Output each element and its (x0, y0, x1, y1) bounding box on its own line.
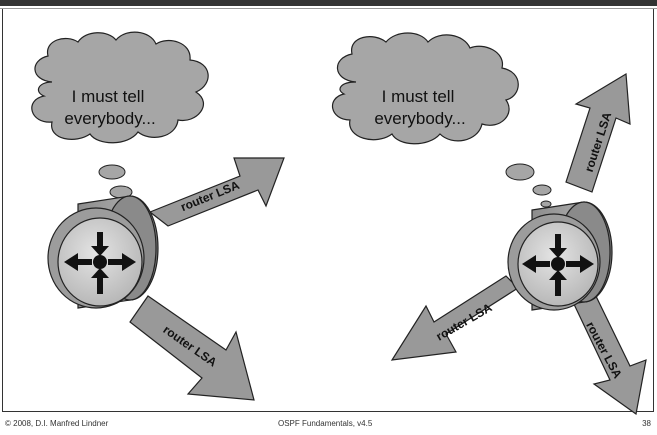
left-router-arrows (64, 232, 136, 294)
footer-page-number: 38 (642, 419, 651, 428)
slide-top-rule (0, 8, 657, 9)
right-arrow-down-left-icon: router LSA (390, 275, 519, 361)
right-router-arrows (522, 234, 594, 296)
right-arrow-up-icon: router LSA (565, 72, 631, 193)
slide-frame-left (2, 9, 3, 411)
right-thought-line1: I must tell (382, 87, 455, 106)
right-thought-bubble-medium (532, 184, 552, 196)
slide-top-bar (0, 0, 657, 6)
right-thought-line2: everybody... (374, 109, 465, 128)
right-thought-cloud-icon: I must tell everybody... (332, 32, 519, 145)
right-arrow-down-right-icon: router LSA (571, 287, 647, 416)
footer-copyright: © 2008, D.I. Manfred Lindner (5, 419, 109, 428)
left-arrow-up-right-icon: router LSA (148, 157, 285, 227)
right-router-icon (507, 201, 613, 311)
left-thought-line1: I must tell (72, 87, 145, 106)
right-thought-bubble-large (505, 163, 535, 181)
slide-footer-rule (2, 411, 654, 412)
left-thought-bubble-large (98, 164, 126, 180)
left-thought-cloud-icon: I must tell everybody... (31, 31, 209, 144)
left-arrow-down-right-icon: router LSA (129, 295, 255, 401)
left-thought-line2: everybody... (64, 109, 155, 128)
left-router-icon (47, 195, 159, 309)
slide-frame-right (653, 9, 654, 411)
footer-course-title: OSPF Fundamentals, v4.5 (278, 419, 373, 428)
right-thought-bubble-small (540, 200, 552, 208)
right-scene: I must tell everybody... router LSA rout… (332, 32, 647, 416)
left-scene: I must tell everybody... router LSA rout… (31, 31, 285, 401)
